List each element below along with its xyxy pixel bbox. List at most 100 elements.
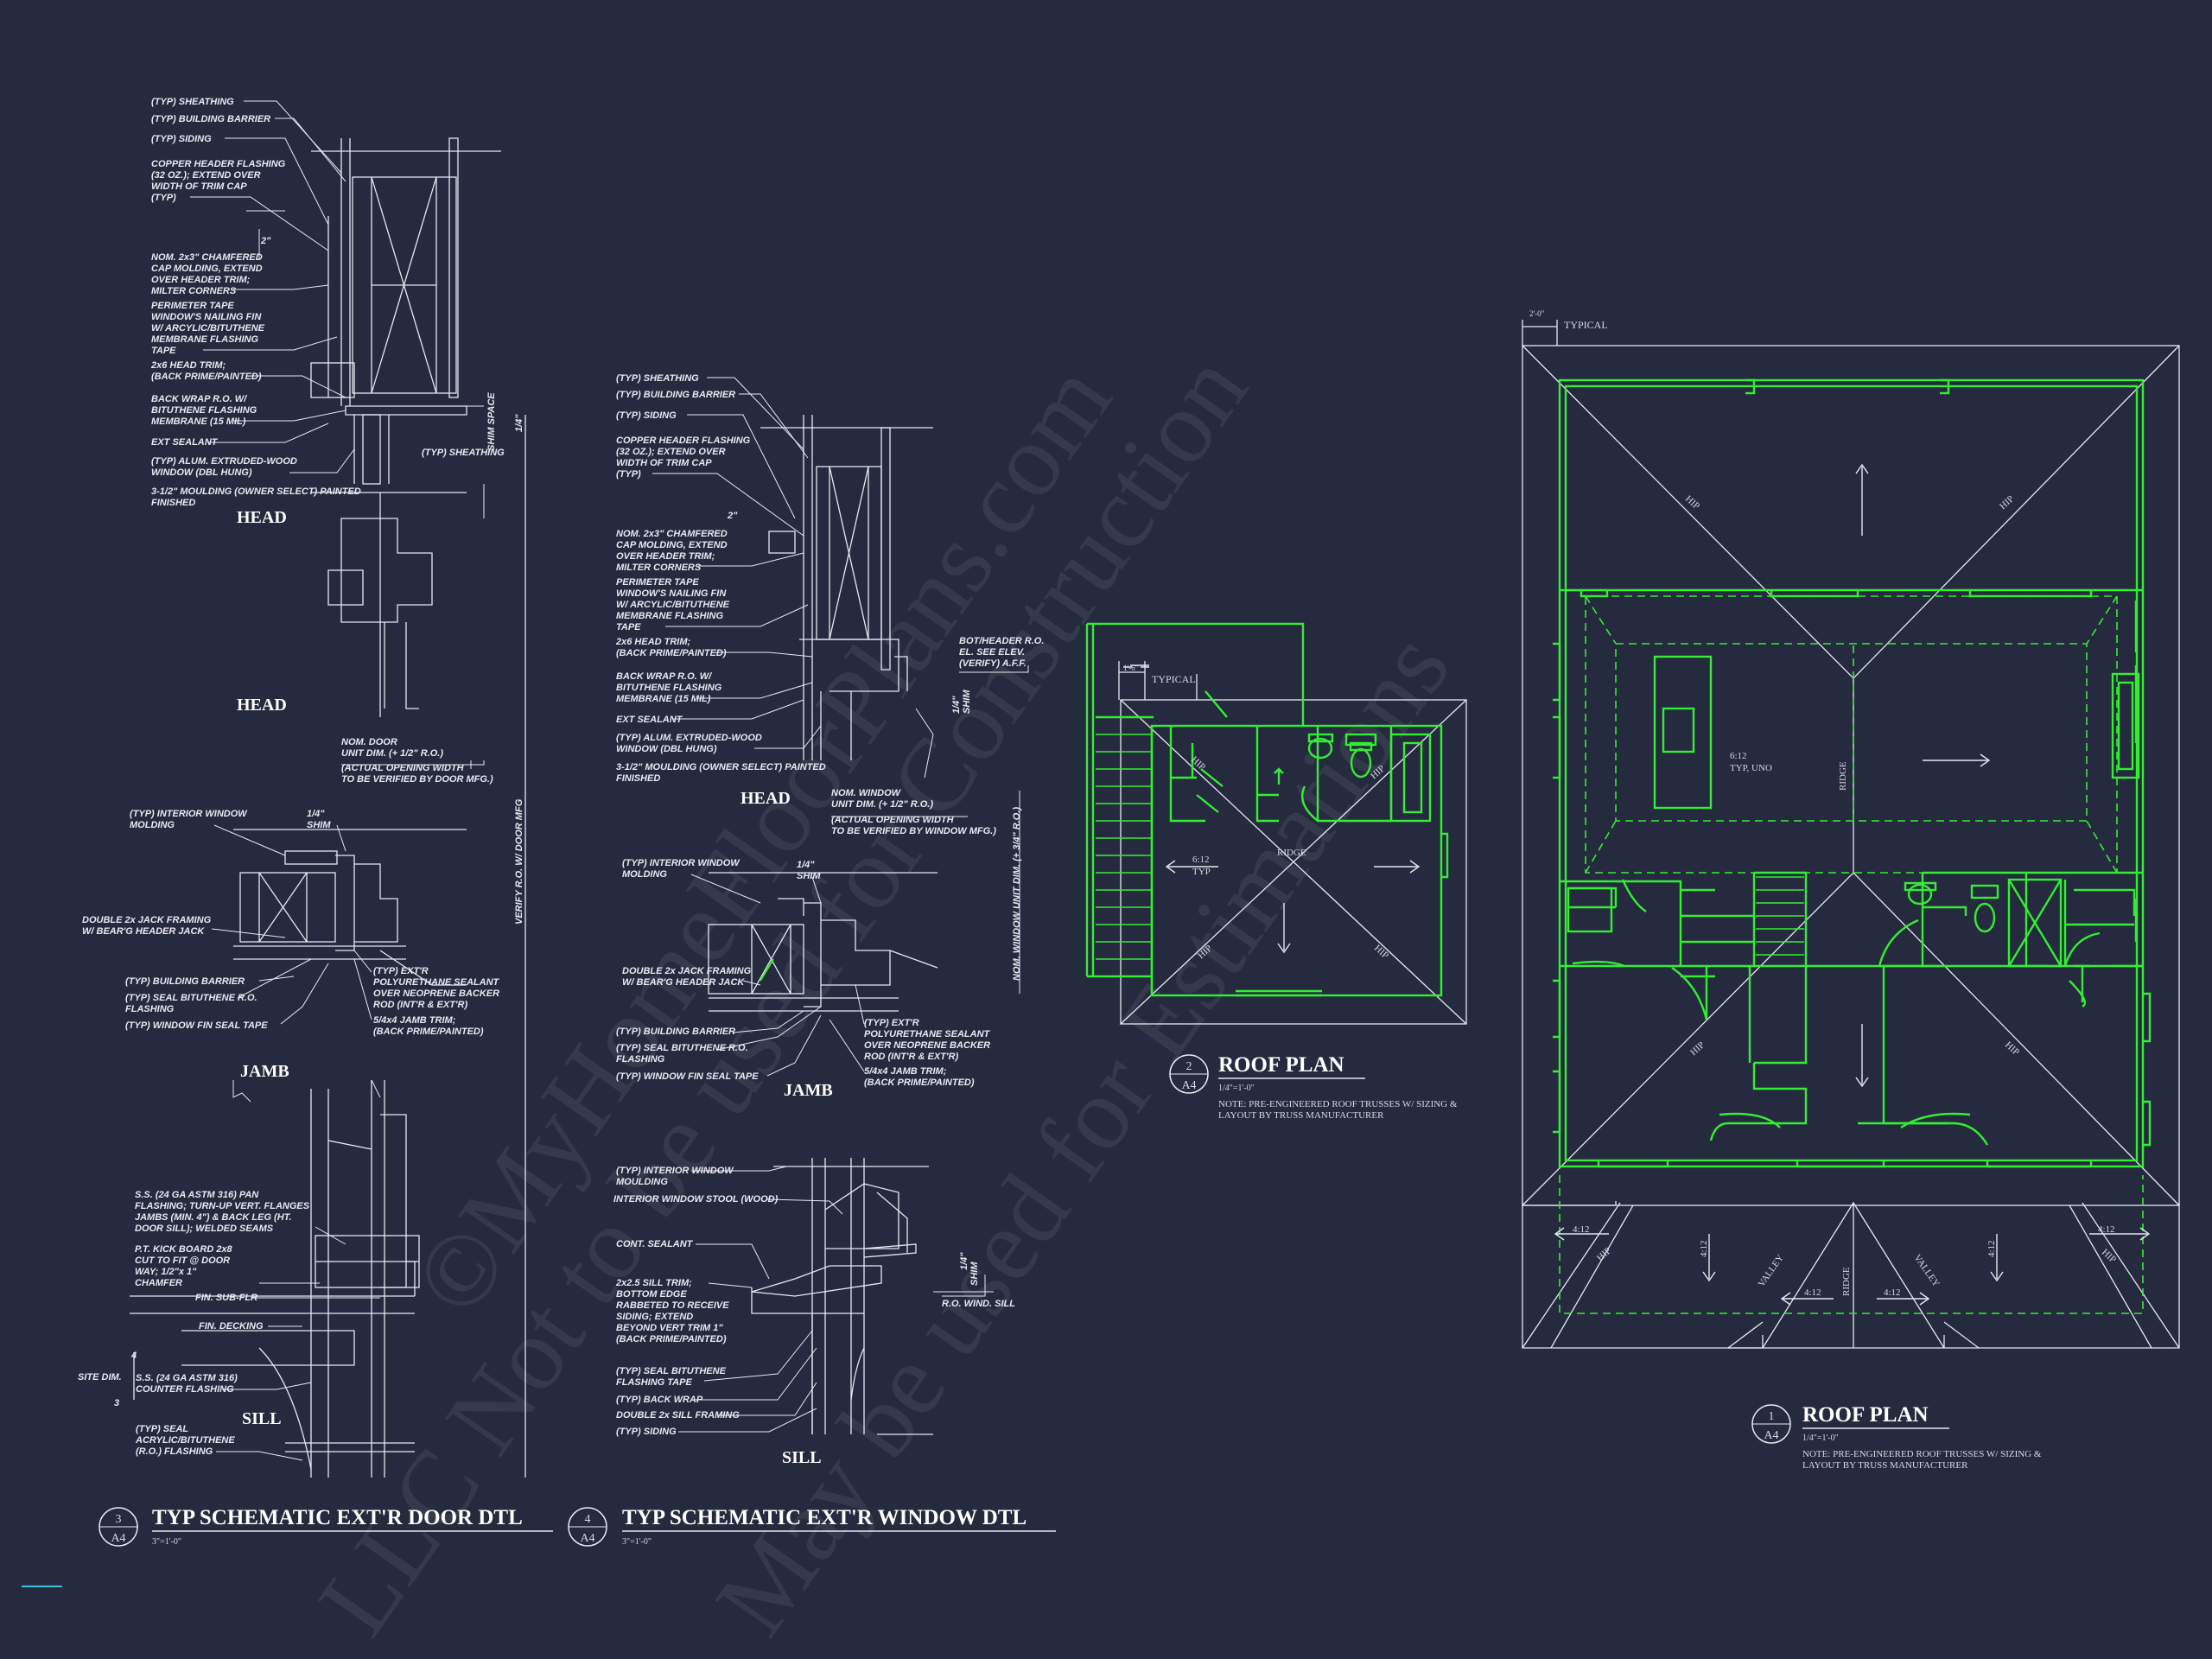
plan-note: NOTE: PRE-ENGINEERED ROOF TRUSSES W/ SIZ…	[1218, 1099, 1458, 1109]
label: W/ BEAR'G HEADER JACK	[82, 926, 205, 937]
label: TAPE	[151, 346, 176, 356]
label: (BACK PRIME/PAINTED)	[616, 1334, 727, 1344]
label: BOTTOM EDGE	[616, 1289, 687, 1300]
label: 1/4"	[797, 860, 815, 870]
label: (TYP) BUILDING BARRIER	[125, 976, 245, 987]
detail-number: 4	[585, 1513, 591, 1526]
sheet-number: A4	[111, 1532, 125, 1545]
slope-label: 4:12	[1884, 1287, 1901, 1298]
label: SHIM	[969, 1262, 980, 1286]
label: OVER NEOPRENE BACKER	[373, 988, 499, 999]
label: NOM. 2x3" CHAMFERED	[616, 529, 728, 539]
label: JAMBS (MIN. 4") & BACK LEG (HT.	[135, 1212, 292, 1223]
label: 3	[114, 1398, 119, 1408]
label: W/ BEAR'G HEADER JACK	[622, 977, 745, 988]
label: MILTER CORNERS	[616, 563, 702, 573]
label: ROD (INT'R & EXT'R)	[864, 1052, 958, 1062]
label: (TYP) EXT'R	[864, 1018, 919, 1028]
label: 5/4x4 JAMB TRIM;	[864, 1066, 947, 1077]
label: RABBETED TO RECEIVE	[616, 1300, 729, 1311]
label: BITUTHENE FLASHING	[616, 683, 722, 693]
label: (TYP) BUILDING BARRIER	[616, 390, 735, 400]
label: CUT TO FIT @ DOOR	[135, 1255, 230, 1266]
roof-plan-1-title-block: 1 A4 ROOF PLAN 1/4"=1'-0" NOTE: PRE-ENGI…	[1751, 1403, 2042, 1471]
label: PERIMETER TAPE	[151, 301, 234, 311]
label: S.S. (24 GA ASTM 316) PAN	[135, 1190, 259, 1200]
label: MOLDING	[622, 869, 667, 880]
label: BEYOND VERT TRIM 1"	[616, 1323, 723, 1333]
label: SHIM SPACE	[486, 392, 497, 451]
slope-label: 4:12	[1573, 1224, 1590, 1235]
roof-plan-2-title-block: 2 A4 ROOF PLAN 1/4"=1'-0" NOTE: PRE-ENGI…	[1169, 1053, 1458, 1121]
label: MEMBRANE FLASHING	[151, 334, 258, 345]
label: FINISHED	[151, 498, 195, 508]
label: (TYP) SHEATHING	[422, 448, 505, 458]
label: (VERIFY) A.F.F.	[959, 658, 1027, 669]
label: DOUBLE 2x JACK FRAMING	[82, 915, 212, 925]
label: (32 OZ.); EXTEND OVER	[151, 170, 261, 181]
label: 1/4"	[307, 809, 325, 819]
slope-label: 4:12	[1804, 1287, 1821, 1298]
label: (TYP) INTERIOR WINDOW	[616, 1166, 734, 1176]
label: 2x6 HEAD TRIM;	[150, 360, 226, 371]
roof-plan-1	[1522, 320, 2180, 1349]
label: (ACTUAL OPENING WIDTH	[831, 815, 955, 825]
sill-label: SILL	[782, 1448, 822, 1467]
head-label: HEAD	[741, 789, 791, 808]
label: BITUTHENE FLASHING	[151, 405, 257, 416]
label: 3-1/2" MOULDING (OWNER SELECT) PAINTED	[616, 762, 826, 772]
label: (TYP) SIDING	[616, 410, 677, 421]
roof-plan-2	[1085, 622, 1467, 1025]
label: 2x2.5 SILL TRIM;	[615, 1278, 692, 1288]
sheet-number: A4	[1181, 1079, 1196, 1092]
label: CONT. SEALANT	[616, 1239, 694, 1249]
head-label: HEAD	[237, 696, 287, 715]
label: DOUBLE 2x JACK FRAMING	[622, 966, 752, 976]
label: (TYP) BACK WRAP	[616, 1395, 703, 1405]
label: SHIM	[962, 690, 972, 714]
detail-title: TYP SCHEMATIC EXT'R DOOR DTL	[152, 1506, 523, 1529]
label: 1/4"	[514, 414, 524, 432]
label: SHIM	[797, 871, 821, 881]
label: ACRYLIC/BITUTHENE	[135, 1435, 235, 1446]
label: (TYP) ALUM. EXTRUDED-WOOD	[616, 733, 762, 743]
label: OVER NEOPRENE BACKER	[864, 1040, 990, 1051]
door-leaders	[190, 100, 485, 1461]
label: ROD (INT'R & EXT'R)	[373, 1000, 467, 1010]
slope-label: 6:12	[1192, 855, 1210, 865]
window-detail-labels: (TYP) SHEATHING (TYP) BUILDING BARRIER (…	[613, 373, 1044, 1467]
label: SIDING; EXTEND	[616, 1312, 693, 1322]
label: CHAMFER	[135, 1278, 182, 1288]
label: (TYP) WINDOW FIN SEAL TAPE	[125, 1020, 268, 1031]
label: FLASHING	[125, 1004, 175, 1014]
label: (TYP) EXT'R	[373, 966, 429, 976]
label: (TYP)	[151, 193, 176, 203]
ridge-label: RIDGE	[1277, 848, 1306, 858]
jamb-label: JAMB	[240, 1062, 289, 1081]
label: (TYP) SHEATHING	[616, 373, 699, 384]
label: 1/4"	[959, 1252, 969, 1270]
label: UNIT DIM. (+ 1/2" R.O.)	[831, 799, 933, 810]
label: (TYP) ALUM. EXTRUDED-WOOD	[151, 456, 297, 467]
label: SITE DIM.	[78, 1372, 122, 1382]
plan-title: ROOF PLAN	[1218, 1053, 1344, 1077]
slope-label: 6:12	[1730, 751, 1747, 761]
label: SHIM	[307, 820, 331, 830]
label: (TYP) INTERIOR WINDOW	[130, 809, 248, 819]
label: MOULDING	[616, 1177, 668, 1187]
slope-label: 4:12	[1699, 1240, 1709, 1257]
dim-label: 1'-6"	[1123, 664, 1139, 672]
label: 5/4x4 JAMB TRIM;	[373, 1015, 456, 1026]
label: TAPE	[616, 622, 641, 632]
label: (BACK PRIME/PAINTED)	[616, 648, 727, 658]
slope-label: 4:12	[2098, 1224, 2115, 1235]
window-detail	[708, 415, 938, 1435]
slope-label: TYP, UNO	[1730, 763, 1772, 773]
detail-scale: 3"=1'-0"	[152, 1537, 181, 1547]
label: (TYP) SIDING	[151, 134, 212, 144]
door-detail-title-block: 3 A4 TYP SCHEMATIC EXT'R DOOR DTL 3"=1'-…	[99, 1506, 553, 1547]
label: WAY; 1/2"x 1"	[135, 1267, 197, 1277]
label: WINDOW (DBL HUNG)	[616, 744, 717, 754]
label: (TYP) INTERIOR WINDOW	[622, 858, 741, 868]
label: (TYP) SEAL BITUTHENE R.O.	[616, 1043, 748, 1053]
